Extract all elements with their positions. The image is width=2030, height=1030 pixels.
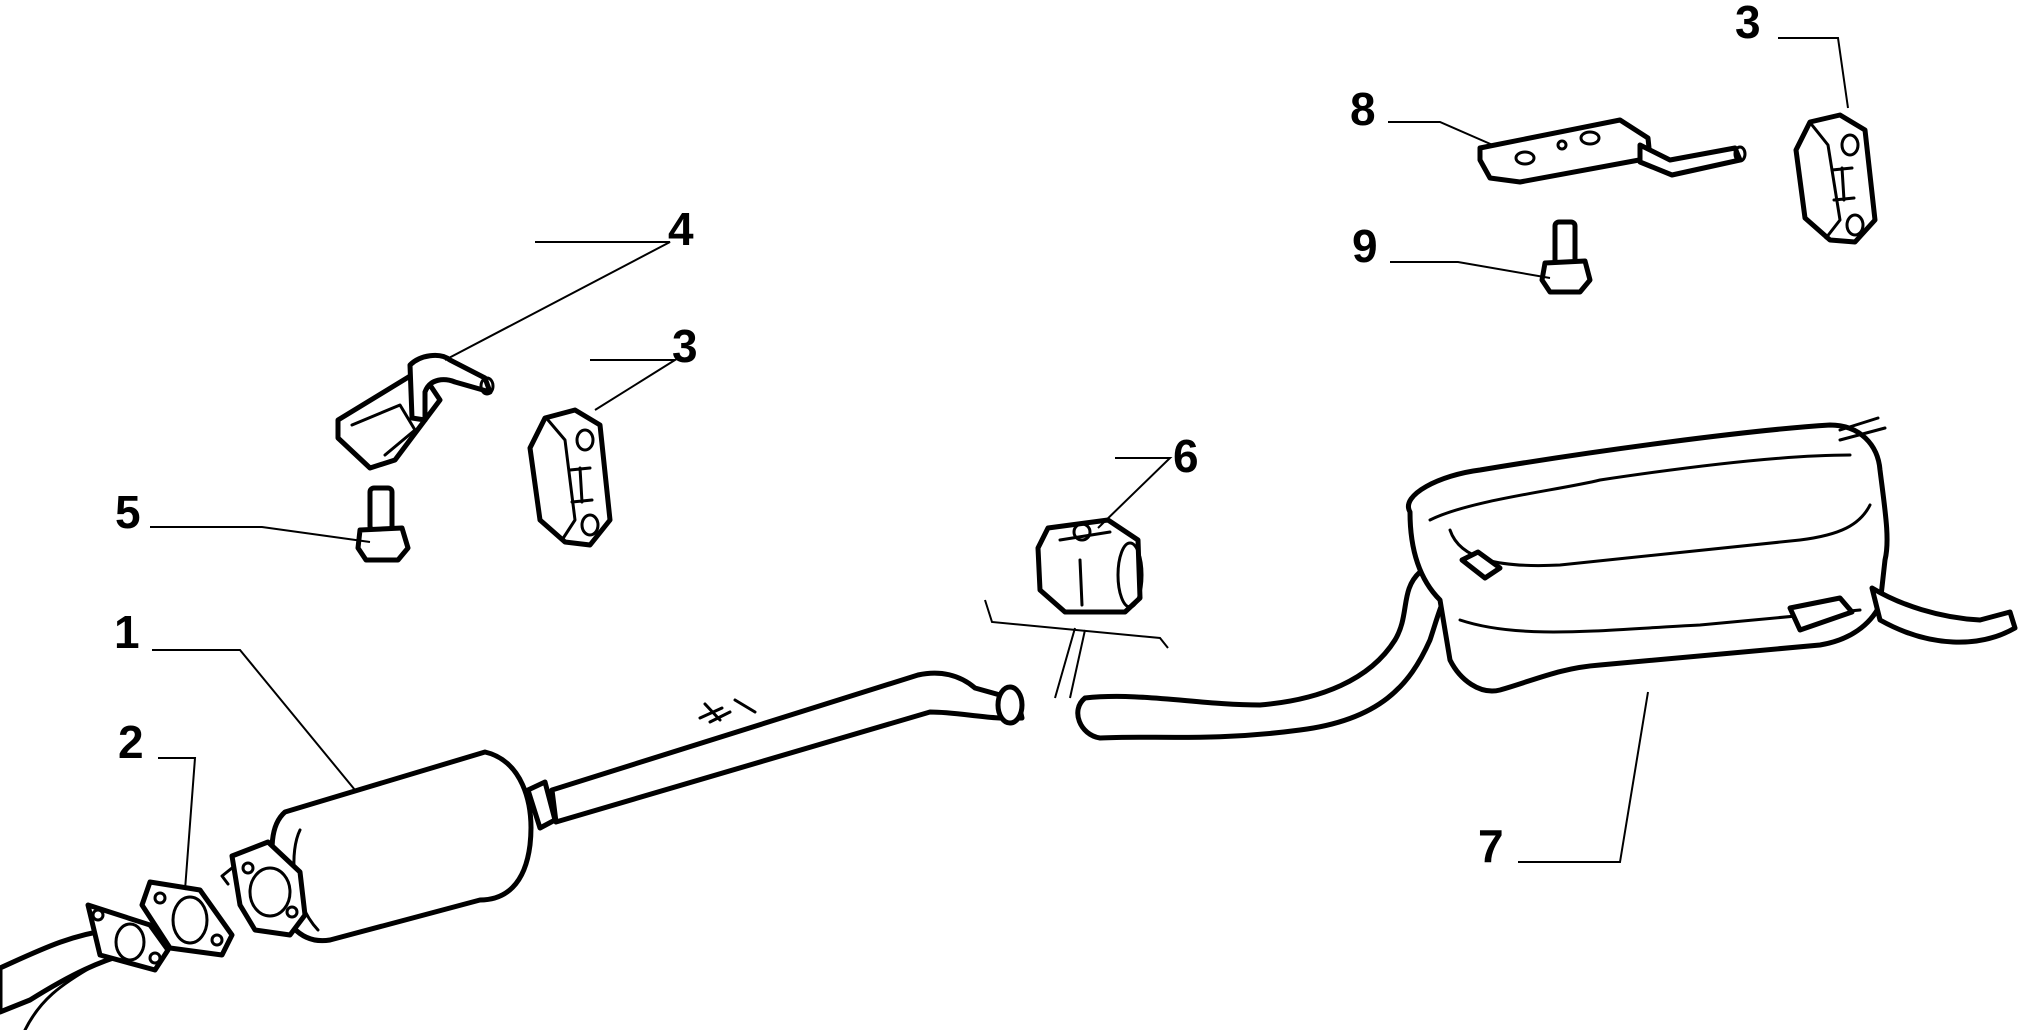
callout-9: 9 (1352, 220, 1378, 272)
callout-1: 1 (114, 606, 140, 658)
catalytic-converter-part-1 (220, 670, 1025, 944)
rubber-mount-part-3-right (1793, 112, 1878, 245)
callout-4: 4 (668, 203, 694, 255)
rear-silencer-part-7 (1075, 416, 2018, 741)
callout-2: 2 (118, 716, 144, 768)
bolt-part-5 (355, 485, 411, 563)
callout-5: 5 (115, 486, 141, 538)
callout-6: 6 (1173, 430, 1199, 482)
callout-7: 7 (1478, 820, 1504, 872)
bolt-part-9 (1539, 219, 1593, 295)
leader-lines (150, 37, 1849, 891)
callout-3-right: 3 (1735, 0, 1761, 48)
gasket-part-2 (139, 879, 235, 958)
callout-8: 8 (1350, 83, 1376, 135)
front-pipe (0, 902, 171, 1030)
clamp-part-6 (1035, 517, 1144, 615)
callout-3-left: 3 (672, 320, 698, 372)
mounting-bracket-part-8 (1477, 117, 1747, 185)
joint-marker (984, 599, 1169, 699)
hanger-bracket-part-4 (335, 352, 495, 471)
rubber-mount-part-3-left (527, 407, 613, 548)
callout-labels: 1 2 3 3 4 5 6 7 8 9 (114, 0, 1761, 872)
